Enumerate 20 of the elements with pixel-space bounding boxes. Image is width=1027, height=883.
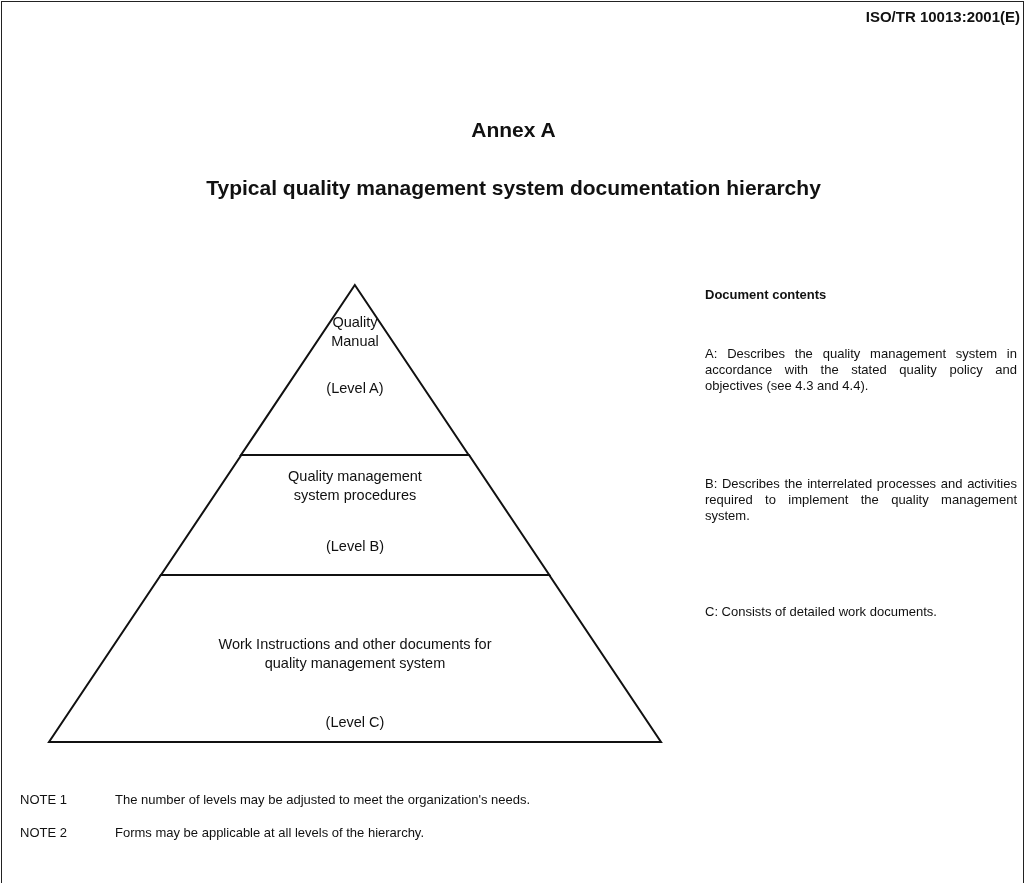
level-title: Work Instructions and other documents for quality management system (217, 635, 493, 673)
title: Typical quality management system documentation hierarchy (205, 176, 822, 200)
document-number: ISO/TR 10013:2001(E) (864, 8, 1020, 26)
level-label: (Level C) (324, 713, 386, 732)
level-title: Quality Manual (330, 313, 380, 351)
annex-heading: Annex A (470, 118, 557, 142)
description-text: C: Consists of detailed work documents. (705, 604, 938, 620)
note-label: NOTE 2 (20, 825, 68, 841)
note-label: NOTE 1 (20, 792, 68, 808)
note-text: Forms may be applicable at all levels of the hierarchy. (115, 825, 425, 841)
level-title: Quality management system procedures (287, 467, 423, 505)
pyramid-level (49, 575, 661, 742)
pyramid-level (160, 455, 550, 575)
pyramid-level (241, 285, 469, 455)
section-heading: Document contents (705, 287, 828, 303)
level-label: (Level A) (325, 379, 385, 398)
note-text: The number of levels may be adjusted to meet the organization's needs. (115, 792, 532, 808)
level-label: (Level B) (324, 537, 385, 556)
description-text: A: Describes the quality management system in accordance with the stated quality policy and objectives (see 4.3 and 4.4). (705, 346, 1017, 394)
description-text: B: Describes the interrelated processes and activities required to implement the quality management system. (705, 476, 1017, 524)
